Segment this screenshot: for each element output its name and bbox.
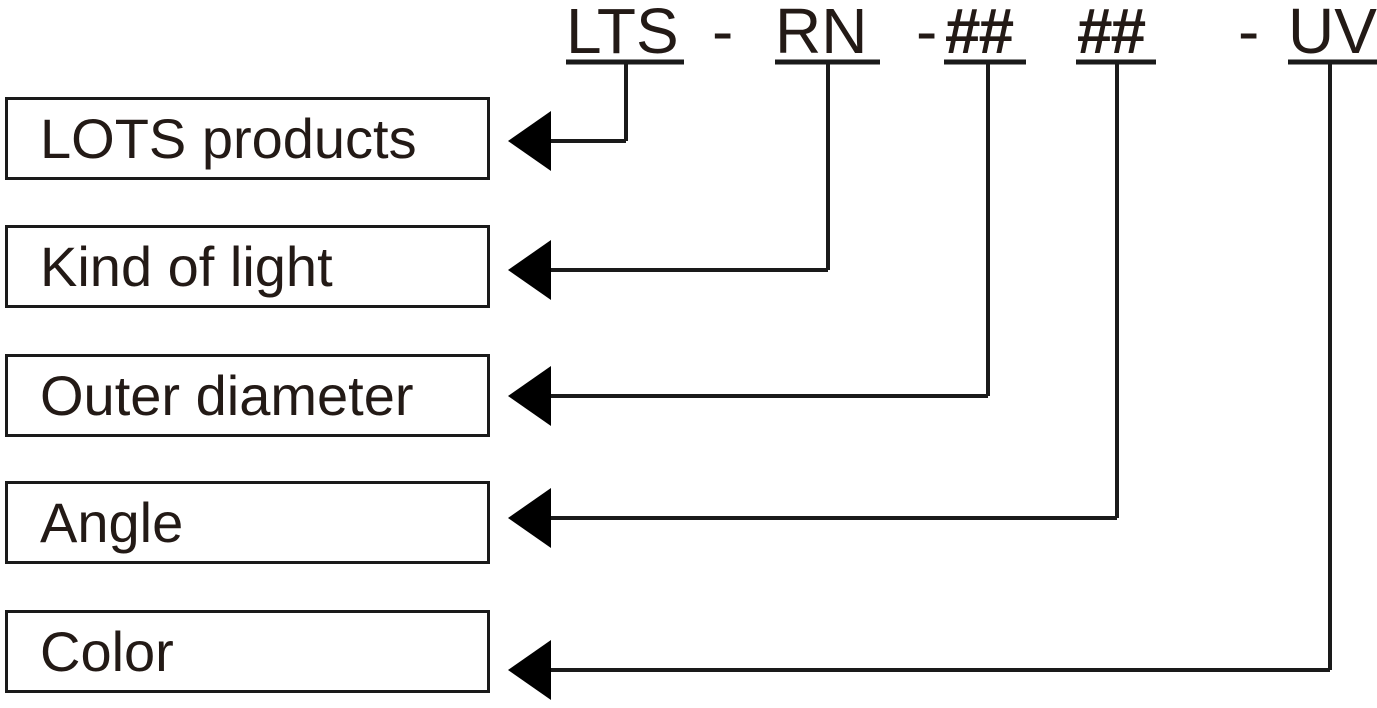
code-separator-2: - [1238,0,1260,67]
label-box-2: Outer diameter [5,354,490,437]
arrowhead-4 [508,640,551,700]
code-token-1: RN [775,0,868,67]
label-text-1: Kind of light [40,234,333,298]
label-text-4: Color [40,619,174,683]
arrowhead-1 [508,240,551,300]
code-token-4: UV [1288,0,1377,67]
code-token-0: LTS [566,0,679,67]
code-separator-1: - [916,0,938,67]
label-box-4: Color [5,610,490,693]
arrowhead-2 [508,366,551,426]
label-box-0: LOTS products [5,97,490,180]
code-separator-0: - [712,0,734,67]
label-box-3: Angle [5,481,490,564]
arrowhead-0 [508,111,551,171]
label-text-3: Angle [40,490,184,554]
code-token-3: ## [1076,0,1145,67]
label-box-1: Kind of light [5,225,490,308]
label-text-0: LOTS products [40,106,417,170]
code-token-2: ## [944,0,1013,67]
arrowhead-3 [508,488,551,548]
label-text-2: Outer diameter [40,363,414,427]
